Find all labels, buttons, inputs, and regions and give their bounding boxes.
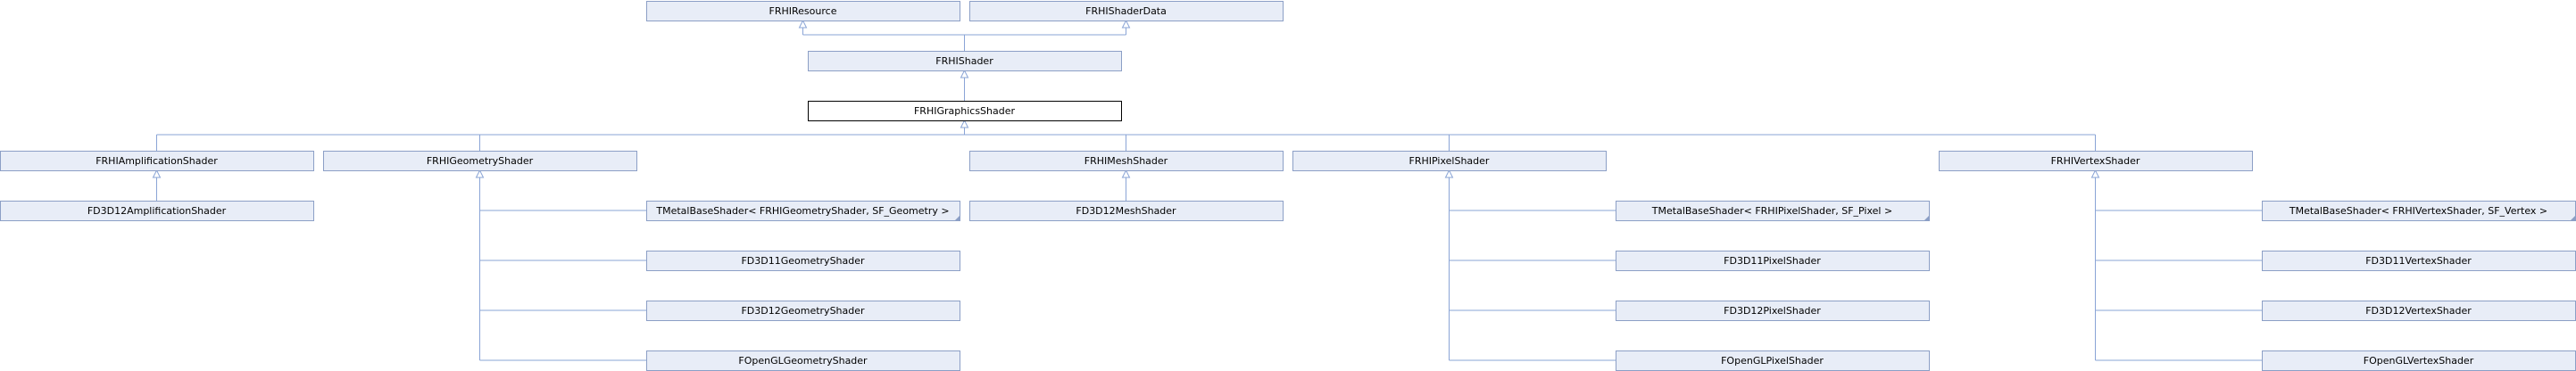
class-node-label: FD3D12MeshShader	[1076, 205, 1176, 217]
truncated-corner-icon	[2570, 215, 2576, 221]
class-node-rhiresource[interactable]: FRHIResource	[646, 1, 960, 21]
class-node-box	[323, 151, 637, 171]
class-node-label: FOpenGLVertexShader	[2364, 355, 2474, 367]
class-node-label: FRHIVertexShader	[2051, 155, 2140, 167]
class-node-rhipixel[interactable]: FRHIPixelShader	[1292, 151, 1607, 171]
class-node-label: FOpenGLGeometryShader	[738, 355, 868, 367]
class-node-rhiamplification[interactable]: FRHIAmplificationShader	[0, 151, 314, 171]
class-node-d3d12vertex[interactable]: FD3D12VertexShader	[2262, 301, 2576, 321]
class-node-label: FD3D12VertexShader	[2365, 305, 2472, 317]
class-node-metalpixel[interactable]: TMetalBaseShader< FRHIPixelShader, SF_Pi…	[1616, 201, 1930, 221]
class-node-label: FRHIAmplificationShader	[96, 155, 218, 167]
class-node-rhigraphicsshader[interactable]: FRHIGraphicsShader	[808, 101, 1122, 121]
class-node-label: TMetalBaseShader< FRHIGeometryShader, SF…	[655, 205, 949, 217]
class-node-label: TMetalBaseShader< FRHIVertexShader, SF_V…	[2289, 205, 2547, 217]
class-node-label: FD3D11PixelShader	[1724, 255, 1821, 267]
class-node-label: FOpenGLPixelShader	[1721, 355, 1824, 367]
class-node-d3d11vertex[interactable]: FD3D11VertexShader	[2262, 251, 2576, 271]
class-node-openglpixel[interactable]: FOpenGLPixelShader	[1616, 350, 1930, 371]
class-node-label: FD3D12GeometryShader	[741, 305, 865, 317]
truncated-corner-icon	[1924, 215, 1930, 221]
class-node-openglvertex[interactable]: FOpenGLVertexShader	[2262, 350, 2576, 371]
class-node-label: FD3D12PixelShader	[1724, 305, 1821, 317]
class-node-box	[646, 1, 960, 21]
class-node-d3d12geometry[interactable]: FD3D12GeometryShader	[646, 301, 960, 321]
class-node-label: FRHIGraphicsShader	[914, 105, 1016, 117]
edge-arrow	[798, 19, 808, 29]
class-node-metalgeometry[interactable]: TMetalBaseShader< FRHIGeometryShader, SF…	[646, 201, 960, 221]
truncated-corner-icon	[954, 215, 960, 221]
class-node-box	[969, 201, 1284, 221]
class-node-metalvertex[interactable]: TMetalBaseShader< FRHIVertexShader, SF_V…	[2262, 201, 2576, 221]
class-node-label: FRHIShaderData	[1085, 5, 1167, 17]
class-node-box	[1939, 151, 2253, 171]
class-node-openglgeometry[interactable]: FOpenGLGeometryShader	[646, 350, 960, 371]
edge-arrow	[1121, 19, 1131, 29]
class-node-box	[0, 201, 314, 221]
class-node-box	[1616, 201, 1930, 221]
edge-arrow	[152, 169, 162, 178]
class-node-box	[808, 101, 1122, 121]
class-node-box	[646, 201, 960, 221]
edge-arrow	[960, 119, 969, 128]
class-node-rhigeometry[interactable]: FRHIGeometryShader	[323, 151, 637, 171]
edge-arrow	[2090, 169, 2100, 178]
edges-layer	[152, 19, 2262, 361]
class-node-box	[808, 51, 1122, 71]
class-node-label: FRHIResource	[769, 5, 837, 17]
class-node-rhishader[interactable]: FRHIShader	[808, 51, 1122, 71]
class-node-box	[1616, 251, 1930, 271]
class-node-box	[1616, 301, 1930, 321]
edge-arrow	[1121, 169, 1131, 178]
class-node-rhimesh[interactable]: FRHIMeshShader	[969, 151, 1284, 171]
class-node-box	[646, 251, 960, 271]
edge-arrow	[960, 69, 969, 78]
class-node-d3d11pixel[interactable]: FD3D11PixelShader	[1616, 251, 1930, 271]
class-node-label: FRHIShader	[935, 55, 993, 67]
edge-arrow	[475, 169, 485, 178]
class-node-d3d12mesh[interactable]: FD3D12MeshShader	[969, 201, 1284, 221]
class-node-d3d11geometry[interactable]: FD3D11GeometryShader	[646, 251, 960, 271]
edge-arrow	[1444, 169, 1454, 178]
class-node-rhishaderdata[interactable]: FRHIShaderData	[969, 1, 1284, 21]
class-node-d3d12pixel[interactable]: FD3D12PixelShader	[1616, 301, 1930, 321]
class-node-label: FRHIMeshShader	[1084, 155, 1168, 167]
class-node-rhivertex[interactable]: FRHIVertexShader	[1939, 151, 2253, 171]
class-node-box	[0, 151, 314, 171]
class-node-box	[646, 301, 960, 321]
class-node-box	[1292, 151, 1607, 171]
class-node-d3d12amplification[interactable]: FD3D12AmplificationShader	[0, 201, 314, 221]
class-node-label: TMetalBaseShader< FRHIPixelShader, SF_Pi…	[1651, 205, 1892, 217]
class-node-label: FD3D12AmplificationShader	[87, 205, 227, 217]
class-node-label: FD3D11GeometryShader	[741, 255, 865, 267]
class-node-label: FRHIPixelShader	[1409, 155, 1490, 167]
class-node-label: FRHIGeometryShader	[427, 155, 534, 167]
class-node-label: FD3D11VertexShader	[2365, 255, 2472, 267]
class-node-box	[969, 1, 1284, 21]
class-node-box	[969, 151, 1284, 171]
